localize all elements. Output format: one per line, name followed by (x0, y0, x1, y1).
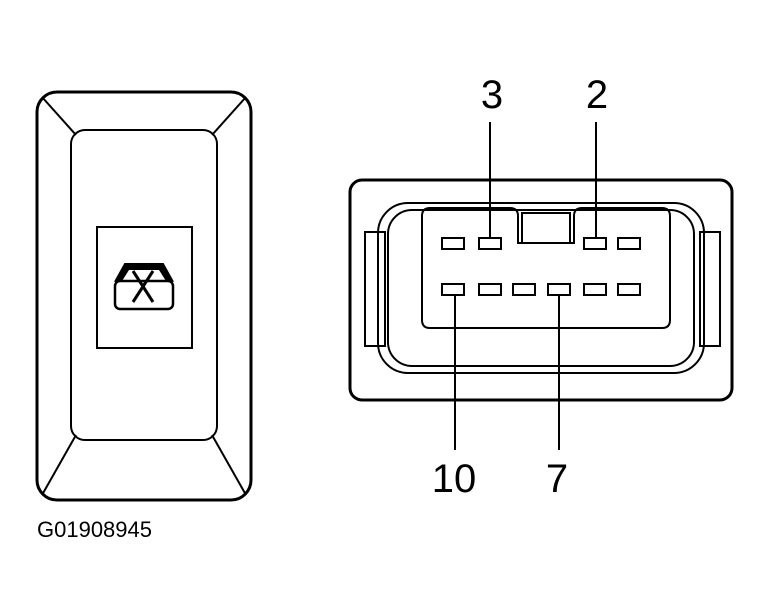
pin-callouts: 3 2 10 7 (432, 73, 608, 501)
pin-cavity (478, 283, 502, 296)
bevel-line (211, 434, 247, 496)
pin-label-7: 7 (546, 457, 568, 501)
figure-id: G01908945 (37, 517, 152, 542)
bevel-line (211, 96, 247, 136)
bevel-line (41, 96, 77, 136)
switch-bezel-outer (35, 90, 253, 502)
keyway-notch (521, 212, 571, 243)
pin-cavity (617, 283, 641, 296)
pin-cavity-10 (441, 283, 465, 296)
switch-assembly (35, 90, 253, 502)
pin-label-10: 10 (432, 457, 477, 501)
connector-housing-outer (348, 178, 734, 402)
pin-cavity-7 (547, 283, 571, 296)
switch-knob (70, 129, 218, 441)
pin-cavity-2 (583, 237, 607, 250)
pin-cavity (512, 283, 536, 296)
right-lock-tab (699, 231, 721, 347)
bevel-line (41, 434, 77, 496)
pin-cavity (441, 237, 465, 250)
left-lock-tab (364, 231, 386, 347)
terminal-face (421, 207, 671, 329)
connector-shroud-inner (387, 209, 695, 367)
pin-cavity (583, 283, 607, 296)
symbol-window (96, 226, 193, 349)
window-lock-icon (113, 263, 175, 311)
pin-cavity (617, 237, 641, 250)
pin-label-2: 2 (586, 73, 608, 117)
pin-cavity-3 (478, 237, 502, 250)
connector-shroud (377, 202, 705, 374)
connector-assembly (348, 178, 734, 402)
pin-label-3: 3 (481, 73, 503, 117)
